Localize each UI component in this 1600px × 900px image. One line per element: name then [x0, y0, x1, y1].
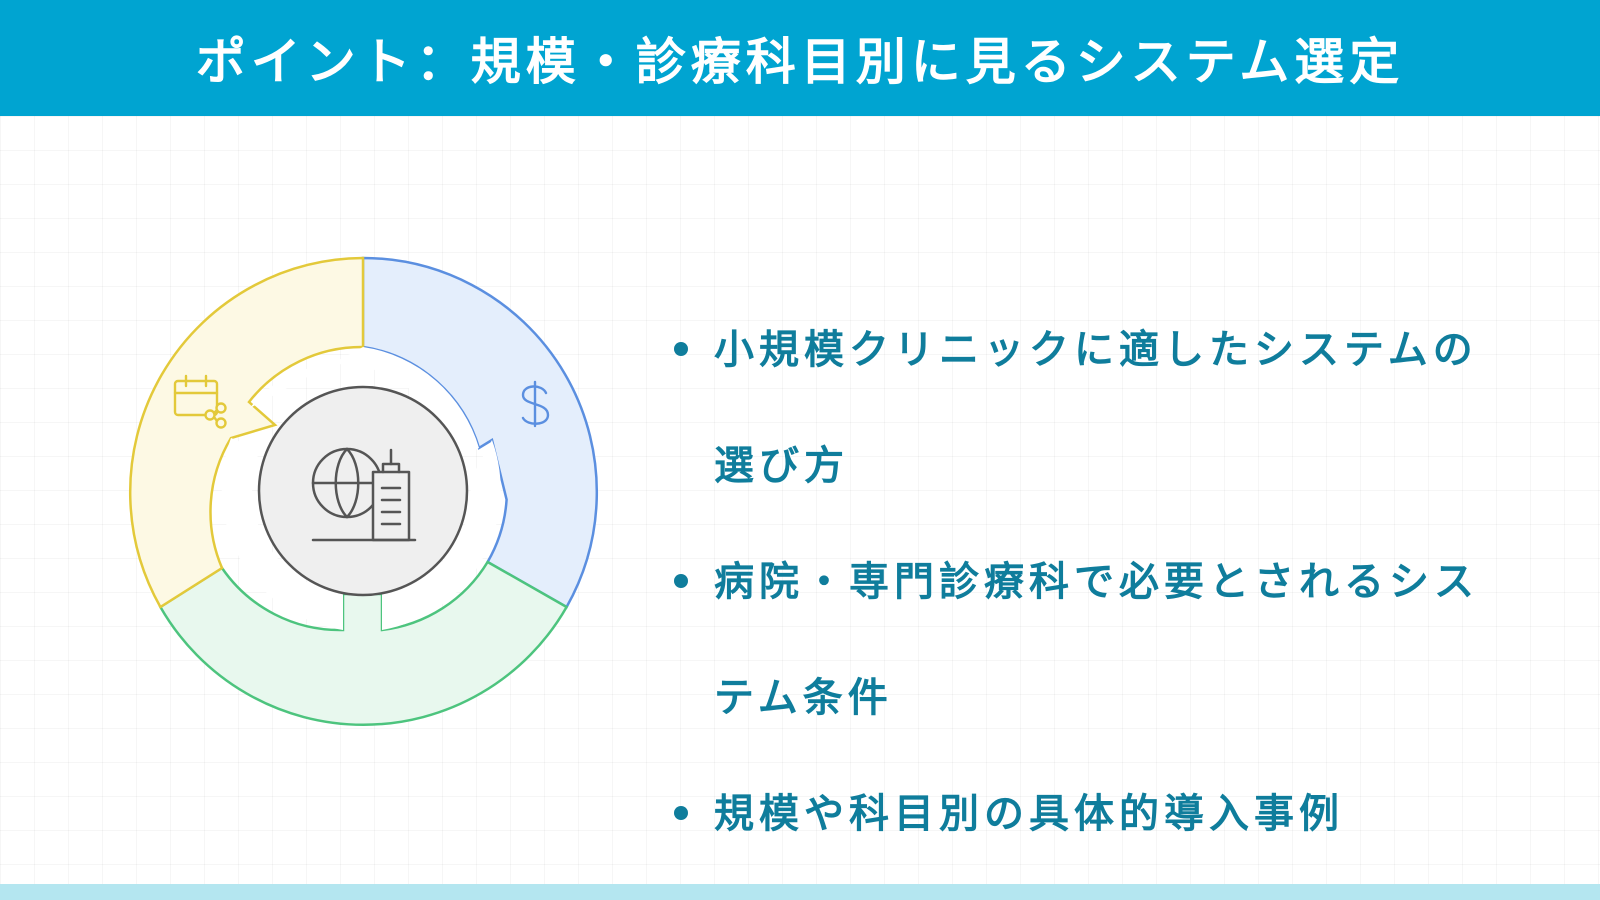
list-item: 規模や科目別の具体的導入事例 — [668, 756, 1568, 872]
footer-bar — [0, 884, 1600, 900]
segment-schedule — [128, 256, 365, 609]
globe-building-icon — [311, 447, 417, 542]
points-list: 小規模クリニックに適したシステムの選び方 病院・専門診療科で必要とされるシステム… — [668, 292, 1568, 872]
segment-bottom — [158, 560, 569, 726]
bullet-dot — [674, 342, 688, 356]
point-text: 規模や科目別の具体的導入事例 — [714, 791, 1344, 837]
header-bar: ポイント：規模・診療科目別に見るシステム選定 — [0, 0, 1600, 116]
list-item: 小規模クリニックに適したシステムの選び方 — [668, 292, 1568, 524]
page-title: ポイント：規模・診療科目別に見るシステム選定 — [195, 33, 1405, 91]
list-item: 病院・専門診療科で必要とされるシステム条件 — [668, 524, 1568, 756]
content-area — [0, 116, 1600, 884]
center-circle — [257, 385, 469, 597]
calendar-share-icon — [173, 374, 227, 429]
bullet-dot — [674, 806, 688, 820]
bullet-dot — [674, 574, 688, 588]
cycle-diagram — [128, 256, 599, 726]
point-text: 小規模クリニックに適したシステムの選び方 — [714, 327, 1478, 489]
point-text: 病院・専門診療科で必要とされるシステム条件 — [714, 559, 1479, 721]
dollar-icon — [521, 380, 550, 428]
